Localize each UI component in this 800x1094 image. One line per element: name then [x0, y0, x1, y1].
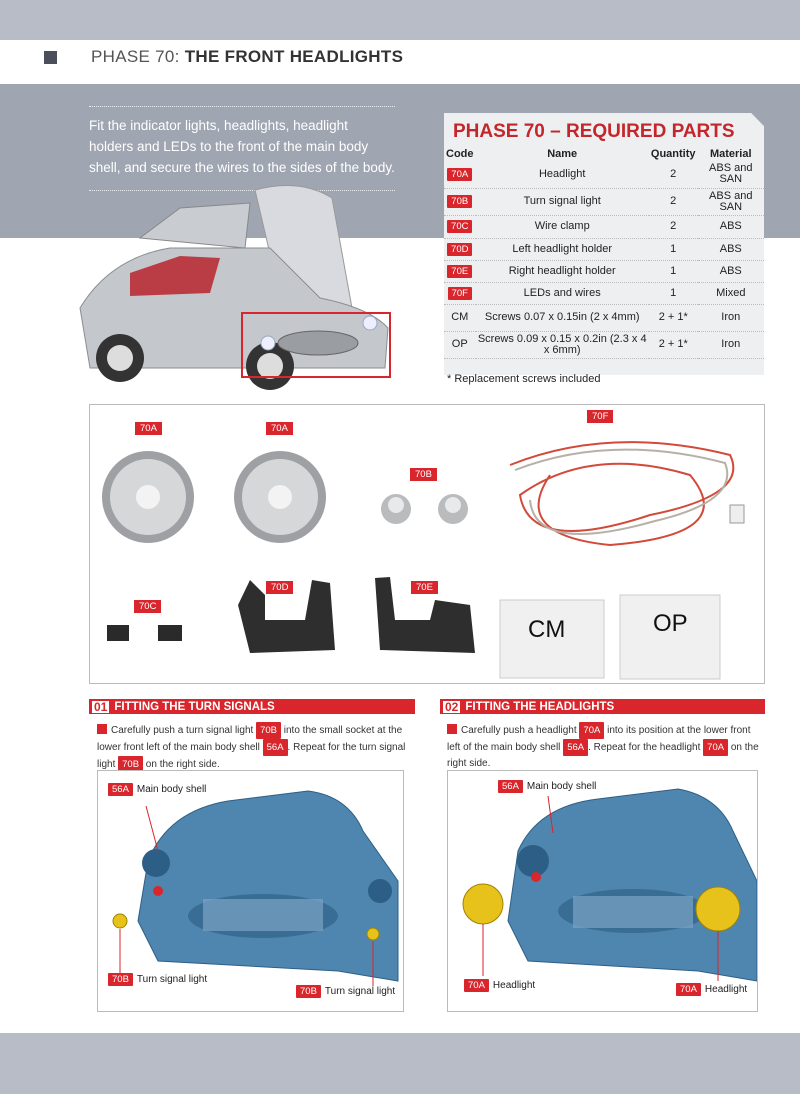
step2-number: 02 [443, 699, 461, 714]
top-band [0, 0, 800, 40]
step1-instructions: Carefully push a turn signal light 70B i… [97, 722, 407, 773]
page-title: PHASE 70: THE FRONT HEADLIGHTS [44, 47, 403, 67]
col-code: Code [446, 148, 474, 160]
op-bag-label: OP [653, 610, 688, 637]
step2-instructions: Carefully push a headlight 70A into its … [447, 722, 759, 771]
step1-title: FITTING THE TURN SIGNALS [114, 700, 275, 713]
step1-body-shell-image [112, 790, 399, 986]
part-label-70b: 70B [410, 468, 437, 481]
col-name: Name [547, 148, 578, 160]
step2-title: FITTING THE HEADLIGHTS [465, 700, 615, 713]
step2-body-shell-image [462, 788, 757, 982]
parts-heading: PHASE 70 – REQUIRED PARTS [453, 121, 735, 142]
part-label-70a-right: 70A [266, 422, 293, 435]
col-qty: Quantity [650, 148, 696, 160]
part-label-70f: 70F [587, 410, 614, 423]
required-parts-panel: PHASE 70 – REQUIRED PARTS Code Name Quan… [444, 113, 764, 375]
title-text: THE FRONT HEADLIGHTS [184, 47, 404, 66]
bottom-band [0, 1033, 800, 1094]
part-label-70e: 70E [411, 581, 438, 594]
part-label-70d: 70D [266, 581, 294, 594]
step-checkbox-icon [447, 724, 457, 734]
parts-footnote: * Replacement screws included [447, 373, 601, 385]
title-square-icon [44, 50, 57, 64]
cm-bag-label: CM [528, 616, 565, 643]
parts-photo-box: CM OP 70A 70A 70B 70F 70C 70D 70E [89, 404, 765, 684]
parts-photo: CM OP [102, 441, 745, 680]
step1-number: 01 [92, 699, 110, 714]
part-label-70c: 70C [134, 600, 162, 613]
title-prefix: PHASE 70: [91, 47, 185, 66]
car-photo [79, 185, 391, 390]
part-label-70a-left: 70A [135, 422, 162, 435]
intro-text: Fit the indicator lights, headlights, he… [89, 106, 395, 191]
step1-header: 01 FITTING THE TURN SIGNALS [89, 699, 415, 714]
step2-header: 02 FITTING THE HEADLIGHTS [440, 699, 765, 714]
step-checkbox-icon [97, 724, 107, 734]
col-material: Material [709, 148, 752, 160]
